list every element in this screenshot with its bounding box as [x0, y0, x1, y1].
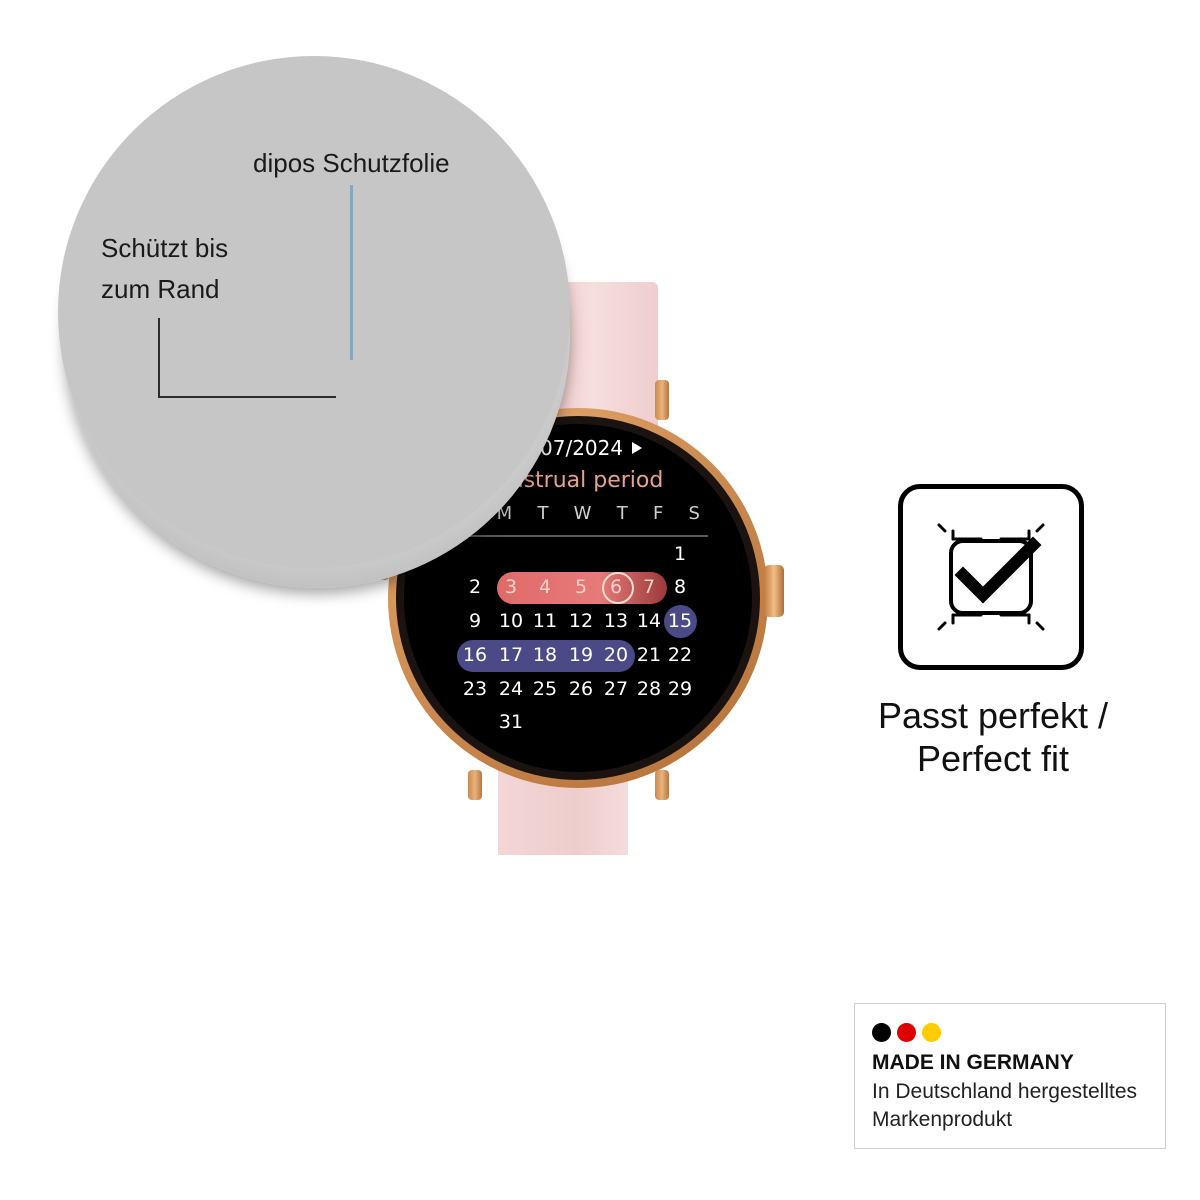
- weekday-label: T: [616, 503, 628, 524]
- calendar-day[interactable]: 3: [504, 576, 518, 598]
- calendar-day[interactable]: 25: [532, 678, 558, 700]
- calendar-day[interactable]: 4: [538, 576, 552, 598]
- play-icon[interactable]: [632, 442, 642, 454]
- flag-dot-black: [872, 1023, 891, 1042]
- calendar-day[interactable]: 7: [642, 576, 656, 598]
- watch-lug: [655, 770, 669, 800]
- protector-headline: dipos Schutzfolie: [253, 148, 450, 178]
- protector-indicator-line: [350, 185, 353, 360]
- fertile-range-highlight: [457, 640, 635, 672]
- watch-lug: [655, 380, 669, 420]
- watch-crown: [764, 565, 784, 617]
- weekday-label: F: [652, 503, 664, 524]
- edge-protection-line: zum Rand: [101, 274, 220, 304]
- fit-caption: Passt perfekt / Perfect fit: [840, 694, 1146, 780]
- germany-title: MADE IN GERMANY: [872, 1051, 1074, 1074]
- calendar-day[interactable]: 14: [636, 610, 662, 632]
- calendar-day[interactable]: 28: [636, 678, 662, 700]
- magnifier-lens: [58, 56, 570, 568]
- weekday-label: T: [537, 503, 549, 524]
- calendar-day[interactable]: 22: [667, 644, 693, 666]
- calendar-day[interactable]: 1: [673, 543, 687, 565]
- edge-protection-label: Schützt bis zum Rand: [101, 228, 228, 310]
- germany-subtitle-line: In Deutschland hergestelltes: [872, 1080, 1137, 1103]
- calendar-divider: [450, 535, 708, 537]
- fit-caption-line: Perfect fit: [916, 738, 1070, 779]
- watch-lug: [468, 770, 482, 800]
- calendar-day[interactable]: 12: [568, 610, 594, 632]
- edge-indicator-line: [158, 318, 160, 398]
- calendar-day[interactable]: 20: [603, 644, 629, 666]
- calendar-day[interactable]: 26: [568, 678, 594, 700]
- germany-subtitle: In Deutschland hergestelltes Markenprodu…: [872, 1078, 1137, 1134]
- weekday-label: S: [688, 503, 700, 524]
- calendar-day[interactable]: 23: [462, 678, 488, 700]
- calendar-day[interactable]: 13: [603, 610, 629, 632]
- calendar-day[interactable]: 10: [498, 610, 524, 632]
- calendar-day[interactable]: 27: [603, 678, 629, 700]
- calendar-day[interactable]: 2: [468, 576, 482, 598]
- edge-indicator-line: [158, 396, 336, 398]
- calendar-day[interactable]: 31: [498, 711, 524, 733]
- calendar-day[interactable]: 17: [498, 644, 524, 666]
- calendar-day[interactable]: 15: [667, 610, 693, 632]
- flag-dot-red: [897, 1023, 916, 1042]
- germany-subtitle-line: Markenprodukt: [872, 1108, 1013, 1131]
- calendar-day[interactable]: 29: [667, 678, 693, 700]
- calendar-day[interactable]: 9: [468, 610, 482, 632]
- edge-protection-line: Schützt bis: [101, 233, 229, 263]
- calendar-day[interactable]: 16: [462, 644, 488, 666]
- flag-dot-gold: [922, 1023, 941, 1042]
- check-frame-icon: [898, 484, 1084, 670]
- weekday-label: W: [573, 503, 592, 524]
- calendar-month-label: 07/2024: [540, 436, 624, 460]
- calendar-day[interactable]: 19: [568, 644, 594, 666]
- calendar-day[interactable]: 24: [498, 678, 524, 700]
- calendar-day[interactable]: 18: [532, 644, 558, 666]
- calendar-day[interactable]: 21: [636, 644, 662, 666]
- ovulation-day-highlight: [664, 605, 697, 638]
- fit-caption-line: Passt perfekt /: [877, 695, 1109, 736]
- today-ring: [602, 572, 634, 604]
- calendar-day[interactable]: 8: [673, 576, 687, 598]
- calendar-day[interactable]: 6: [609, 576, 623, 598]
- calendar-day[interactable]: 5: [574, 576, 588, 598]
- period-range-highlight: [497, 572, 667, 604]
- calendar-day[interactable]: 11: [532, 610, 558, 632]
